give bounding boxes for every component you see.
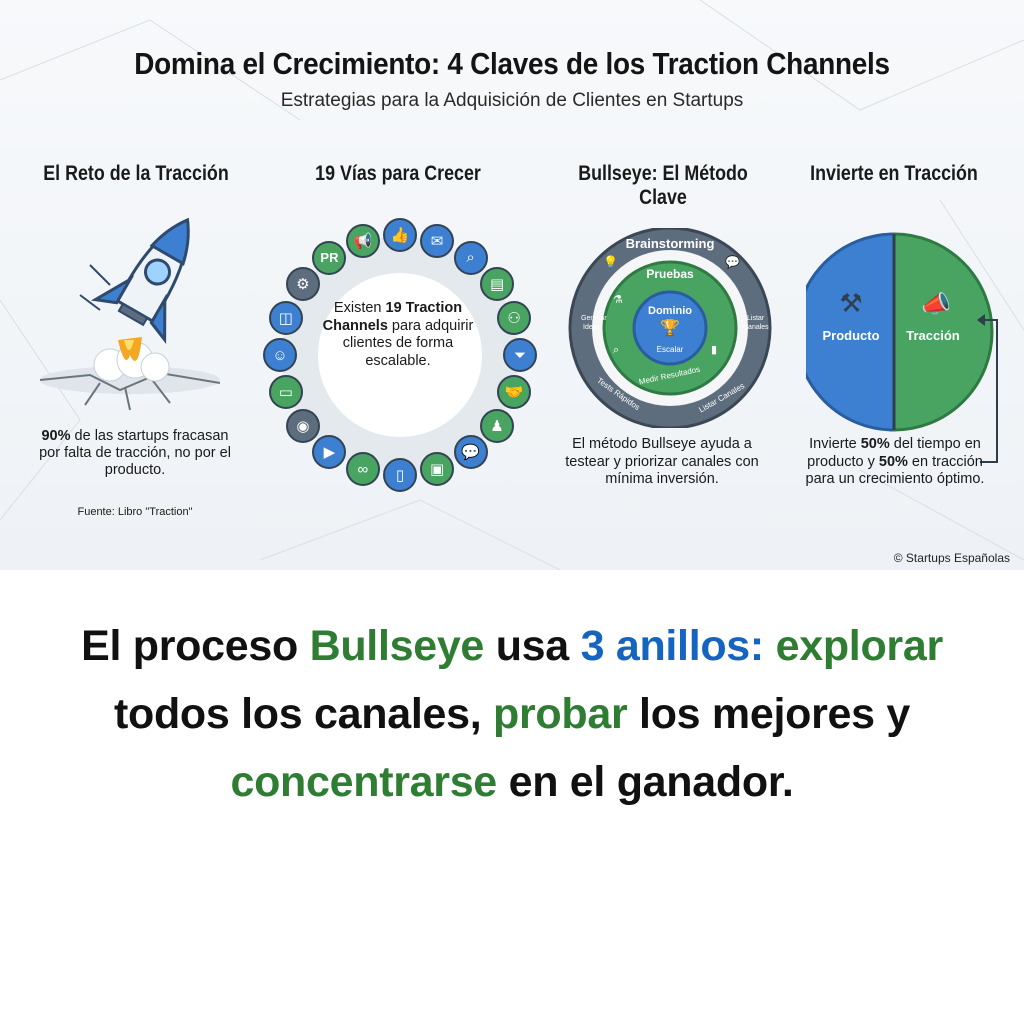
book-icon: ▤ <box>480 267 515 302</box>
web-icon: ◫ <box>268 300 303 335</box>
trophy-icon: 🏆 <box>660 318 680 337</box>
video-icon: ▶ <box>312 435 347 470</box>
invest-pie: ⚒ 📣 Producto Tracción <box>806 232 994 432</box>
funnel-icon: ⏷ <box>503 338 537 372</box>
billboard-icon: ▭ <box>268 375 303 410</box>
flask-icon: ⚗ <box>613 294 623 306</box>
ring-outer-label: Brainstorming <box>626 236 715 251</box>
channels-ring <box>282 237 518 473</box>
ways-title: 19 Vías para Crecer <box>315 162 481 185</box>
presentation-icon: ▣ <box>420 452 455 487</box>
magnifier-icon: ⌕ <box>613 344 619 356</box>
pr-icon: PR <box>312 240 347 275</box>
user-icon: ☺ <box>263 338 297 372</box>
escalar-label: Escalar <box>657 345 684 354</box>
ring-center-text: Existen 19 Traction Channels para adquir… <box>322 300 474 369</box>
lightbulb-icon: 💡 <box>603 255 618 269</box>
main-title: Domina el Crecimiento: 4 Claves de los T… <box>134 46 890 81</box>
megaphone-icon: 📢 <box>345 223 380 258</box>
like-icon: 👍 <box>383 218 417 252</box>
tools-icon: ⚒ <box>839 288 862 318</box>
search-icon: ⌕ <box>453 240 488 275</box>
chat-icon: 💬 <box>725 255 740 269</box>
product-label: Producto <box>822 328 879 343</box>
infographic-panel: Domina el Crecimiento: 4 Claves de los T… <box>0 0 1024 570</box>
email-icon: ✉ <box>420 223 455 258</box>
link-icon: ∞ <box>345 452 380 487</box>
copyright: © Startups Españolas <box>893 551 1010 565</box>
invest-description: Invierte 50% del tiempo en producto y 50… <box>805 436 985 487</box>
ring-middle-label: Pruebas <box>646 267 694 281</box>
bullseye-target: Brainstorming Pruebas Dominio 🏆 Escalar … <box>568 228 772 428</box>
gear-icon: ⚙ <box>285 267 320 302</box>
caption-text: El proceso Bullseye usa 3 anillos: explo… <box>81 622 943 806</box>
ring-inner-label: Dominio <box>648 305 692 317</box>
traction-label: Tracción <box>906 328 960 343</box>
network-icon: ⚇ <box>497 300 532 335</box>
chart-icon: ▮ <box>711 344 717 356</box>
invest-title: Invierte en Tracción <box>810 162 978 185</box>
listar-label-1: Listar <box>747 315 765 322</box>
background-lines <box>0 0 1024 570</box>
generar-label-2: Ideas <box>583 324 601 331</box>
bullseye-title: Bullseye: El Método Clave <box>578 162 748 209</box>
challenge-stat: 90% de las startups fracasan por falta d… <box>39 428 231 478</box>
challenge-source: Fuente: Libro "Traction" <box>77 506 193 518</box>
podcast-icon: ◉ <box>285 408 320 443</box>
bullseye-description: El método Bullseye ayuda a testear y pri… <box>565 436 759 487</box>
return-arrow-icon <box>977 314 998 463</box>
mobile-icon: ▯ <box>383 458 417 492</box>
challenge-title: El Reto de la Tracción <box>43 162 229 185</box>
generar-label-1: Generar <box>581 315 607 322</box>
chat-icon: 💬 <box>453 435 488 470</box>
megaphone-icon: 📣 <box>921 291 951 318</box>
rocket-icon <box>39 217 221 411</box>
speaker-icon: ♟ <box>480 408 515 443</box>
listar-label-2: Canales <box>743 324 769 331</box>
handshake-icon: 🤝 <box>497 375 532 410</box>
subtitle: Estrategias para la Adquisición de Clien… <box>280 90 744 111</box>
